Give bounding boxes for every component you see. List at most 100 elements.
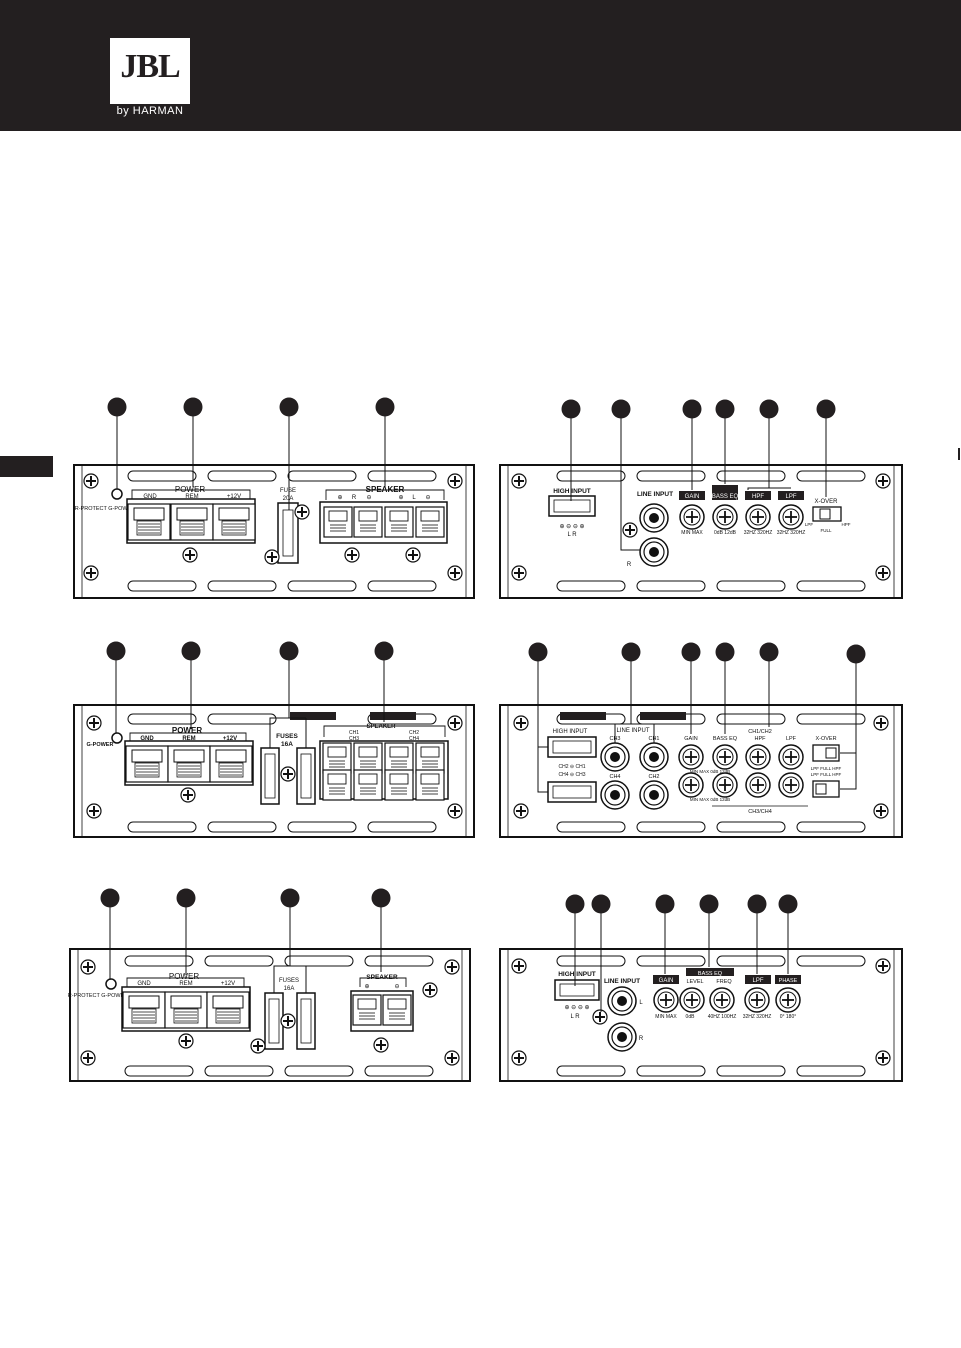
led-label: R-PROTECT G-POWER [68, 993, 128, 999]
fuses-label: FUSES [276, 733, 298, 740]
gain-label: GAIN [684, 736, 697, 742]
gain-label: GAIN [685, 494, 700, 500]
freq-label: FREQ [716, 979, 732, 985]
level-scale: 0dB [686, 1014, 696, 1020]
spk-mark: ⊖ [366, 495, 371, 501]
spk-mark: ⊖ [425, 495, 430, 501]
knob-scale: MIN MAX 0dB 12dB [690, 769, 730, 774]
xo-full: FULL [820, 528, 832, 533]
xo-lpf: LPF [805, 522, 814, 527]
fuse-label: FUSE [280, 488, 296, 494]
power-label: POWER [169, 972, 199, 981]
svg-text:⊕: ⊕ [364, 984, 369, 990]
page-edge-mark [958, 448, 960, 460]
power-led-icon [111, 488, 123, 500]
svg-text:⊕ ⊖ ⊖ ⊕: ⊕ ⊖ ⊖ ⊕ [564, 1005, 589, 1011]
gain-label: GAIN [659, 978, 674, 984]
ch4-ch3-label: CH4 ⊖ CH3 [559, 772, 586, 778]
speaker-label: SPEAKER [366, 974, 398, 981]
fuse-rating: 16A [281, 741, 293, 748]
ch34-label: CH3/CH4 [748, 809, 772, 815]
xo-hpf: HPF [842, 522, 851, 527]
hpf-scale: 32HZ 320HZ [744, 530, 773, 536]
rem-label: REM [179, 981, 192, 987]
power-label: POWER [172, 726, 202, 735]
ch2-ch1-label: CH2 ⊖ CH1 [559, 764, 586, 770]
v12-label: +12V [227, 494, 241, 500]
panel-input-side-1: HIGH INPUT ⊕ ⊖ ⊖ ⊕ L R LINE INPUT R GAIN… [499, 399, 903, 599]
high-input-label: HIGH INPUT [553, 729, 588, 735]
xo-options: LPF FULL HPF [811, 766, 842, 771]
section-tab-marker [0, 456, 53, 477]
gain-scale: MIN MAX [681, 530, 703, 536]
panel-power-side-3: R-PROTECT G-POWER POWER GND REM +12V FUS… [68, 888, 471, 1082]
line-l: L [639, 1000, 643, 1006]
panel-power-side-2: G-POWER POWER GND REM +12V FUSES 16A SPE… [73, 641, 475, 838]
line-r: R [639, 1036, 644, 1042]
logo-brand: JBL [120, 48, 180, 85]
freq-scale: 40HZ 100HZ [708, 1014, 737, 1020]
fuses-label: FUSES [279, 978, 299, 984]
bass-eq-label: BASS EQ [713, 736, 738, 742]
spk-mark: ⊕ [398, 495, 403, 501]
rem-label: REM [182, 736, 195, 742]
fuse-rating: 16A [284, 986, 295, 992]
panel-input-side-2: HIGH INPUT CH2 ⊖ CH1 CH4 ⊖ CH3 LINE INPU… [499, 642, 903, 838]
bass-eq-label: BASS EQ [698, 971, 723, 977]
phase-scale: 0° 180° [780, 1014, 797, 1020]
ch12-label: CH1/CH2 [748, 729, 772, 735]
speaker-label: SPEAKER [366, 724, 396, 730]
line-r: R [627, 562, 632, 568]
ch4-label: CH4 [409, 736, 419, 742]
power-led-icon [105, 978, 117, 990]
led-label: G-POWER [87, 742, 114, 748]
high-input-lr: L R [570, 1014, 580, 1020]
level-label: LEVEL [686, 979, 703, 985]
hpf-label: HPF [755, 736, 767, 742]
spk-mark: ⊕ [337, 495, 342, 501]
led-label: R-PROTECT G-POWER [75, 506, 135, 512]
jbl-logo: JBL by HARMAN [110, 38, 190, 118]
v12-label: +12V [223, 736, 237, 742]
gain-scale: MIN MAX [655, 1014, 677, 1020]
high-input-label: HIGH INPUT [553, 488, 591, 495]
ch24-label: CH2 [409, 730, 419, 736]
fuse-rating: 20A [283, 496, 294, 502]
lpf-scale: 32HZ 320HZ [777, 530, 806, 536]
line-input-label: LINE INPUT [637, 491, 673, 498]
lpf-label: LPF [752, 978, 763, 984]
gnd-label: GND [143, 494, 157, 500]
bass-eq-label: BASS EQ [712, 494, 739, 500]
lpf-scale: 32HZ 320HZ [743, 1014, 772, 1020]
gnd-label: GND [137, 981, 151, 987]
svg-text:⊕ ⊖ ⊖ ⊕: ⊕ ⊖ ⊖ ⊕ [559, 524, 584, 530]
xover-label: X-OVER [815, 736, 836, 742]
page-header-bar: JBL by HARMAN [0, 0, 961, 131]
ch13-label: CH1 [349, 730, 359, 736]
phase-label: PHASE [779, 978, 798, 984]
lpf-label: LPF [786, 736, 797, 742]
svg-text:⊖: ⊖ [394, 984, 399, 990]
hpf-label: HPF [752, 494, 764, 500]
bass-scale: 0dB 12dB [714, 530, 737, 536]
ch4-label: CH4 [609, 774, 620, 780]
svg-text:LPF FULL HPF: LPF FULL HPF [811, 772, 842, 777]
xover-label: X-OVER [814, 499, 838, 505]
ch2-label: CH2 [648, 774, 659, 780]
gnd-label: GND [140, 736, 154, 742]
panel-power-side-1: R-PROTECT G-POWER POWER GND REM +12V FUS… [73, 397, 475, 599]
logo-by-harman: by HARMAN [110, 104, 190, 118]
power-led-icon [111, 732, 123, 744]
spk-mark: R [352, 495, 357, 501]
power-label: POWER [175, 485, 205, 494]
ch3-label: CH3 [349, 736, 359, 742]
rem-label: REM [185, 494, 198, 500]
high-input-lr: L R [567, 532, 577, 538]
line-input-label: LINE INPUT [604, 978, 640, 985]
svg-text:MIN MAX 0dB 12dB: MIN MAX 0dB 12dB [690, 797, 730, 802]
spk-mark: L [412, 495, 416, 501]
high-input-label: HIGH INPUT [558, 971, 596, 978]
v12-label: +12V [221, 981, 235, 987]
lpf-label: LPF [785, 494, 796, 500]
